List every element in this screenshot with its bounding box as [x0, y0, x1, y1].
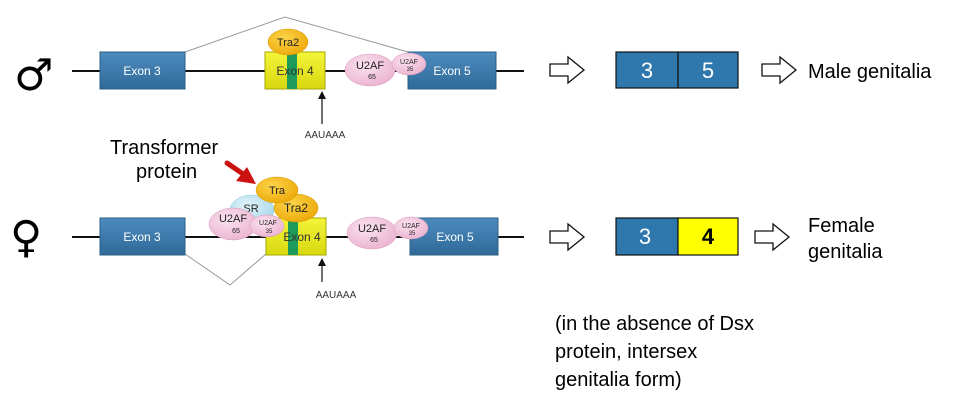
transformer-label: Transformer protein: [110, 137, 256, 184]
female-exon4-green-band: [288, 218, 298, 255]
male-outcome: Male genitalia: [808, 61, 932, 83]
male-hollow-arrow-1: [549, 55, 586, 85]
female-hollow-arrow-1: [549, 222, 586, 252]
male-u2af35-protein: U2AF 35: [391, 52, 427, 76]
male-exon4: Exon 4: [264, 51, 326, 90]
male-u2af65-sub: 65: [368, 74, 376, 81]
female-polya-signal: AAUAAA: [316, 290, 357, 301]
male-tra2-protein: Tra2: [267, 28, 309, 56]
male-polya-signal: AAUAAA: [305, 130, 346, 141]
note-line3: genitalia form): [555, 369, 682, 391]
male-exon5-label: Exon 5: [433, 64, 471, 78]
female-mrna-exon3-label: 3: [639, 224, 651, 249]
female-u2af35-left-sub: 35: [266, 229, 273, 235]
male-symbol: ♂: [14, 50, 53, 101]
female-exon3: Exon 3: [99, 217, 186, 256]
male-splice-line: [184, 16, 409, 53]
female-exon5-label: Exon 5: [436, 230, 474, 244]
note-line1: (in the absence of Dsx: [555, 313, 754, 335]
female-splice-line: [184, 253, 267, 286]
female-u2af35-left-label: U2AF: [259, 220, 277, 227]
male-exon3: Exon 3: [99, 51, 186, 90]
female-u2af65-left-sub: 65: [232, 228, 240, 235]
female-outcome-line2: genitalia: [808, 241, 883, 263]
female-u2af65-right-protein: U2AF 65: [346, 216, 398, 250]
female-symbol: ♀: [10, 212, 42, 263]
female-u2af35-right-sub: 35: [409, 231, 416, 237]
female-outcome-line1: Female: [808, 215, 875, 237]
note-line2: protein, intersex: [555, 341, 697, 363]
female-u2af65-left-protein: U2AF 65: [208, 207, 258, 241]
female-polya-arrow: [318, 258, 326, 282]
red-pointer-arrow: [224, 160, 256, 184]
male-u2af65-label: U2AF: [356, 60, 384, 72]
female-tra-label: Tra: [269, 185, 286, 197]
female-u2af65-right-sub: 65: [370, 237, 378, 244]
female-row: ♀ Exon 3 Exon 4 Exon 5 SR U2AF 65: [10, 176, 883, 301]
male-mrna: 3 5: [615, 51, 739, 89]
male-u2af65-protein: U2AF 65: [344, 53, 396, 87]
transformer-label-line1: Transformer: [110, 137, 219, 159]
male-tra2-label: Tra2: [277, 37, 299, 49]
female-tra-protein: Tra: [255, 176, 299, 204]
male-mrna-exon3-label: 3: [641, 58, 653, 83]
female-u2af35-right-protein: U2AF 35: [393, 216, 429, 240]
intersex-note: (in the absence of Dsx protein, intersex…: [555, 313, 754, 391]
female-mrna: 3 4: [615, 217, 739, 256]
male-hollow-arrow-2: [761, 55, 798, 85]
transformer-label-line2: protein: [136, 161, 197, 183]
female-u2af35-left-protein: U2AF 35: [249, 214, 285, 238]
male-exon3-label: Exon 3: [123, 64, 161, 78]
male-row: ♂ Exon 3 Exon 4 Exon 5 Tra2 U2AF 65: [14, 16, 932, 141]
male-u2af35-sub: 35: [407, 67, 414, 73]
female-u2af65-left-label: U2AF: [219, 213, 247, 225]
male-exon4-green-band: [287, 52, 297, 89]
male-mrna-exon5: [677, 51, 739, 89]
female-u2af65-right-label: U2AF: [358, 223, 386, 235]
female-mrna-exon4-label: 4: [702, 224, 715, 249]
female-tra2-label: Tra2: [284, 201, 309, 215]
male-u2af35-label: U2AF: [400, 59, 418, 66]
female-exon3-label: Exon 3: [123, 230, 161, 244]
male-polya-arrow: [318, 91, 326, 124]
female-mrna-exon4: [677, 217, 739, 256]
female-exon4-label: Exon 4: [283, 230, 321, 244]
female-hollow-arrow-2: [754, 222, 791, 252]
female-u2af35-right-label: U2AF: [402, 223, 420, 230]
male-mrna-exon5-label: 5: [702, 58, 714, 83]
male-exon4-label: Exon 4: [276, 64, 314, 78]
